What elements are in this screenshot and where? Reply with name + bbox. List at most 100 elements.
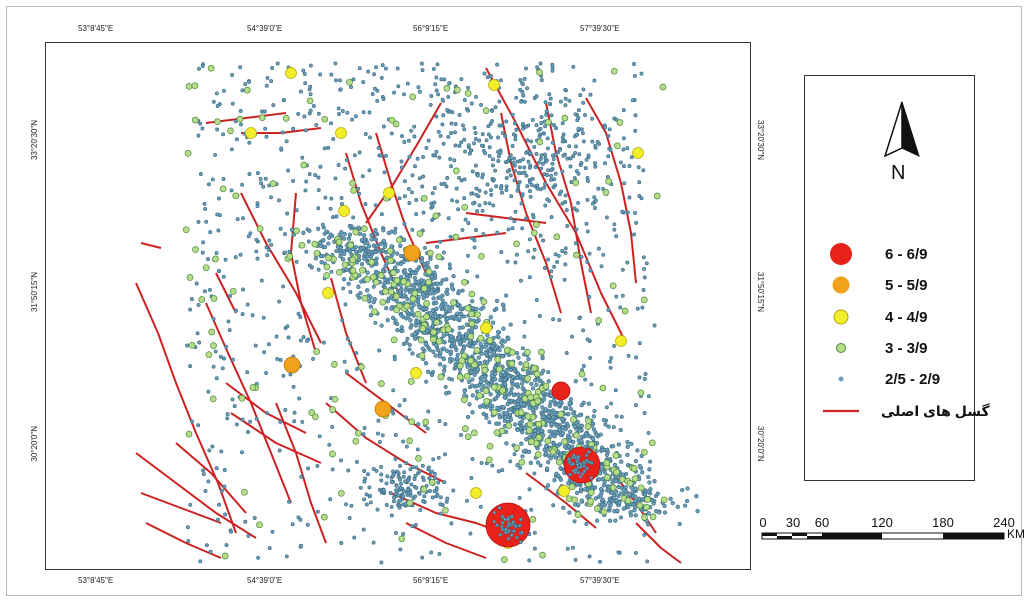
epicenter-m3 <box>428 479 436 486</box>
epicenter-m5 <box>374 400 392 418</box>
epicenter-m2 <box>207 287 212 292</box>
epicenter-m2 <box>579 423 585 428</box>
epicenter-m2 <box>565 223 570 228</box>
epicenter-m2 <box>337 112 341 116</box>
epicenter-m2 <box>487 153 492 158</box>
epicenter-m2 <box>472 372 477 378</box>
epicenter-m2 <box>394 299 399 304</box>
epicenter-m2 <box>557 318 562 322</box>
epicenter-m2 <box>509 386 514 392</box>
epicenter-m2 <box>410 310 415 315</box>
epicenter-m3 <box>249 384 257 391</box>
epicenter-m2 <box>449 305 455 310</box>
epicenter-m3 <box>382 288 389 295</box>
epicenter-m2 <box>646 522 650 527</box>
epicenter-m3 <box>407 378 415 385</box>
epicenter-m2 <box>473 325 478 330</box>
epicenter-m3 <box>368 258 375 266</box>
epicenter-m2 <box>588 268 593 273</box>
epicenter-m3 <box>561 114 569 122</box>
epicenter-m2 <box>513 137 518 142</box>
epicenter-m2 <box>319 260 324 265</box>
epicenter-m2 <box>446 134 451 139</box>
epicenter-m2 <box>410 270 415 276</box>
epicenter-m2 <box>398 288 403 293</box>
epicenter-m2 <box>410 351 415 356</box>
epicenter-m2 <box>506 517 510 522</box>
epicenter-m2 <box>438 502 443 507</box>
epicenter-m2 <box>221 274 226 279</box>
epicenter-m2 <box>372 297 377 302</box>
epicenter-m3 <box>644 496 651 503</box>
epicenter-m2 <box>612 343 617 348</box>
epicenter-m2 <box>501 410 506 416</box>
epicenter-m3 <box>433 319 441 326</box>
epicenter-m2 <box>266 247 271 252</box>
epicenter-m2 <box>210 444 215 449</box>
epicenter-m2 <box>392 265 398 270</box>
epicenter-m2 <box>500 520 505 525</box>
epicenter-m2 <box>229 529 233 534</box>
epicenter-m3 <box>456 373 464 381</box>
epicenter-m3 <box>473 347 481 354</box>
epicenter-m2 <box>514 127 519 132</box>
top-longitude-label: 53°8'45"E <box>78 24 114 33</box>
epicenter-m2 <box>532 530 537 535</box>
epicenter-m2 <box>512 452 517 457</box>
epicenter-m2 <box>275 356 280 361</box>
epicenter-m2 <box>323 195 328 200</box>
epicenter-m2 <box>640 470 645 475</box>
epicenter-m3 <box>467 357 475 365</box>
epicenter-m2 <box>435 492 440 497</box>
epicenter-m2 <box>528 371 533 376</box>
legend-item-magnitude-3: 3 - 3/9 <box>805 336 976 360</box>
epicenter-m3 <box>321 115 329 123</box>
epicenter-m2 <box>302 71 307 76</box>
epicenter-m2 <box>408 490 413 495</box>
epicenter-m2 <box>379 323 384 328</box>
epicenter-m2 <box>474 186 479 191</box>
epicenter-m2 <box>545 136 550 141</box>
epicenter-m2 <box>401 494 406 499</box>
epicenter-m2 <box>296 311 301 316</box>
epicenter-m3 <box>256 521 263 529</box>
epicenter-m2 <box>398 547 403 552</box>
epicenter-m2 <box>457 325 462 330</box>
epicenter-m2 <box>628 513 634 518</box>
epicenter-m2 <box>470 383 475 388</box>
legend-label: 6 - 6/9 <box>885 246 928 263</box>
epicenter-m2 <box>322 146 327 151</box>
epicenter-m2 <box>505 169 510 174</box>
epicenter-m2 <box>391 388 396 393</box>
epicenter-m3 <box>593 505 601 512</box>
epicenter-m3 <box>393 306 400 314</box>
epicenter-m2 <box>643 492 648 497</box>
epicenter-m2 <box>200 126 205 131</box>
epicenter-m3 <box>437 373 445 381</box>
epicenter-m2 <box>304 179 309 184</box>
epicenter-m2 <box>433 471 437 476</box>
epicenter-m2 <box>434 342 439 348</box>
epicenter-m2 <box>541 390 546 396</box>
fault-line <box>465 212 547 224</box>
epicenter-m2 <box>597 141 602 146</box>
epicenter-m3 <box>336 268 343 276</box>
epicenter-m2 <box>367 110 372 115</box>
epicenter-m2 <box>516 355 521 360</box>
epicenter-m3 <box>406 437 413 445</box>
epicenter-m2 <box>216 228 221 233</box>
epicenter-m2 <box>522 334 527 339</box>
epicenter-m2 <box>412 331 417 337</box>
epicenter-m2 <box>479 351 484 356</box>
epicenter-m2 <box>403 288 408 293</box>
epicenter-m2 <box>646 430 651 435</box>
epicenter-m3 <box>468 310 475 318</box>
epicenter-m2 <box>459 140 464 145</box>
epicenter-m2 <box>618 305 623 310</box>
epicenter-m2 <box>513 168 518 173</box>
epicenter-m2 <box>583 377 588 382</box>
epicenter-m2 <box>642 411 647 415</box>
epicenter-m2 <box>202 289 207 294</box>
epicenter-m2 <box>393 456 398 461</box>
epicenter-m2 <box>369 237 374 242</box>
